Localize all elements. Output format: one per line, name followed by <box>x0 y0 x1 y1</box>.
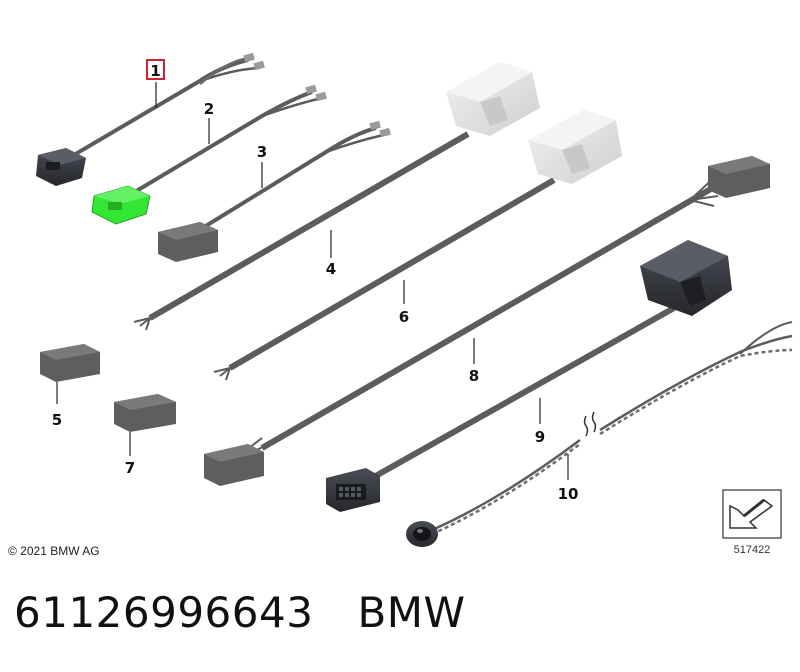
callout-2[interactable]: 2 <box>204 100 214 118</box>
arrow-icon <box>729 499 774 529</box>
part-2-green-connector <box>91 185 151 225</box>
part-6-cable[interactable] <box>213 110 622 381</box>
part-9-cable[interactable] <box>326 240 732 512</box>
callout-9[interactable]: 9 <box>535 428 545 446</box>
part-4-white-connector <box>446 62 540 136</box>
part-9-dark-connector-bottom <box>326 468 380 512</box>
callout-10[interactable]: 10 <box>558 485 579 503</box>
callout-5[interactable]: 5 <box>52 411 62 429</box>
callout-8[interactable]: 8 <box>469 367 479 385</box>
part-8-cable[interactable] <box>204 156 770 486</box>
part-9-dark-connector-top <box>640 240 732 316</box>
part-3-grey-connector <box>158 222 218 262</box>
part-7-block[interactable] <box>114 394 176 432</box>
callout-1-highlight <box>146 59 165 80</box>
callout-6[interactable]: 6 <box>399 308 409 326</box>
part-number: 61126996643 <box>14 588 314 637</box>
part-8-grey-connector-bottom <box>204 444 264 486</box>
part-1-cable[interactable] <box>36 52 265 186</box>
part-2-cable[interactable] <box>91 84 327 225</box>
part-caption: 61126996643 BMW <box>14 588 466 637</box>
part-1-black-connector <box>36 148 86 186</box>
callout-7[interactable]: 7 <box>125 459 135 477</box>
copyright-text: © 2021 BMW AG <box>8 544 100 558</box>
part-5-block[interactable] <box>40 344 100 382</box>
reference-number: 517422 <box>734 544 771 556</box>
part-10-round-connector <box>406 521 438 547</box>
callout-1[interactable]: 1 <box>150 62 160 80</box>
callout-4[interactable]: 4 <box>326 260 336 278</box>
part-10-cable[interactable] <box>406 321 793 547</box>
part-6-white-connector <box>528 110 622 184</box>
part-4-cable[interactable] <box>133 62 540 331</box>
callout-3[interactable]: 3 <box>257 143 267 161</box>
leader-lines <box>56 82 569 480</box>
part-3-cable[interactable] <box>158 120 391 262</box>
reference-box <box>722 489 782 539</box>
part-8-grey-connector-top <box>708 156 770 198</box>
brand-name: BMW <box>357 588 466 637</box>
